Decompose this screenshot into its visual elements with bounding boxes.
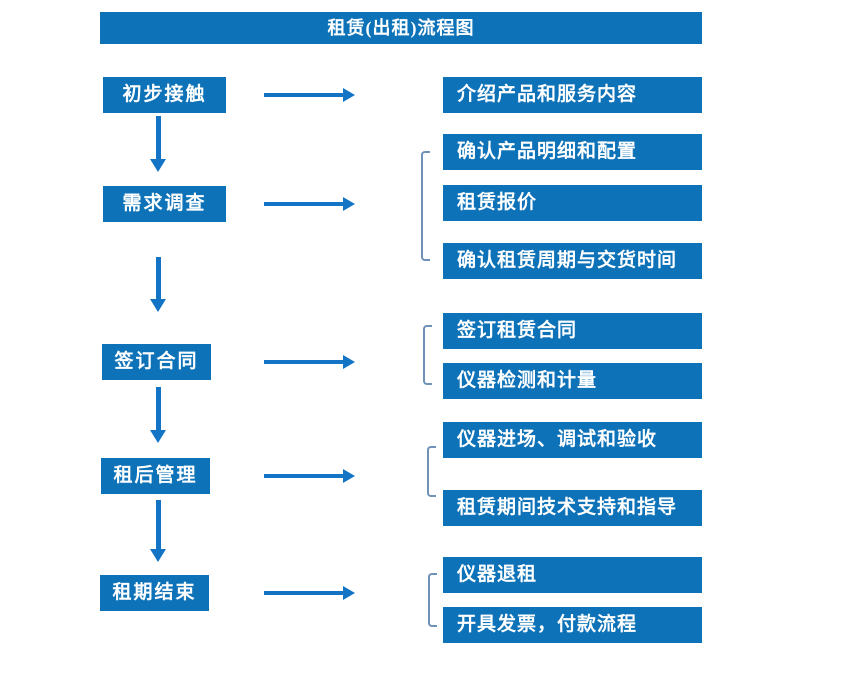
arrow-shaft bbox=[155, 116, 161, 159]
arrow-head bbox=[150, 549, 166, 562]
detail-box-instrument-setup-acceptance: 仪器进场、调试和验收 bbox=[443, 422, 702, 458]
detail-box-invoice-payment: 开具发票，付款流程 bbox=[443, 607, 702, 643]
arrow-head bbox=[343, 355, 355, 369]
bracket-connector bbox=[421, 151, 430, 261]
detail-box-rental-quote: 租赁报价 bbox=[443, 185, 702, 221]
arrow-head bbox=[343, 586, 355, 600]
step-box-rental-end: 租期结束 bbox=[100, 575, 209, 611]
bracket-connector bbox=[427, 446, 436, 497]
detail-box-confirm-period-delivery: 确认租赁周期与交货时间 bbox=[443, 243, 702, 279]
arrow-shaft bbox=[155, 500, 161, 549]
arrow-shaft bbox=[155, 257, 161, 299]
arrow-right-icon bbox=[264, 197, 355, 211]
arrow-right-icon bbox=[264, 586, 355, 600]
arrow-head bbox=[150, 299, 166, 312]
arrow-shaft bbox=[264, 360, 343, 364]
page-title: 租赁(出租)流程图 bbox=[100, 12, 702, 44]
arrow-head bbox=[343, 88, 355, 102]
arrow-head bbox=[343, 197, 355, 211]
detail-box-introduce-products: 介绍产品和服务内容 bbox=[443, 77, 702, 113]
arrow-shaft bbox=[264, 93, 343, 97]
arrow-shaft bbox=[264, 591, 343, 595]
detail-box-confirm-configuration: 确认产品明细和配置 bbox=[443, 134, 702, 170]
arrow-head bbox=[343, 469, 355, 483]
detail-box-technical-support: 租赁期间技术支持和指导 bbox=[443, 490, 702, 526]
arrow-shaft bbox=[155, 387, 161, 430]
arrow-shaft bbox=[264, 474, 343, 478]
detail-box-instrument-testing: 仪器检测和计量 bbox=[443, 363, 702, 399]
arrow-head bbox=[150, 159, 166, 172]
bracket-connector bbox=[423, 325, 432, 385]
bracket-connector bbox=[428, 573, 437, 627]
step-box-post-rental-management: 租后管理 bbox=[101, 458, 210, 494]
step-box-needs-survey: 需求调查 bbox=[103, 186, 226, 222]
arrow-right-icon bbox=[264, 88, 355, 102]
detail-box-instrument-return: 仪器退租 bbox=[443, 557, 702, 593]
arrow-shaft bbox=[264, 202, 343, 206]
arrow-right-icon bbox=[264, 355, 355, 369]
detail-box-sign-rental-contract: 签订租赁合同 bbox=[443, 313, 702, 349]
arrow-right-icon bbox=[264, 469, 355, 483]
arrow-head bbox=[150, 430, 166, 443]
step-box-initial-contact: 初步接触 bbox=[103, 77, 226, 113]
step-box-sign-contract: 签订合同 bbox=[102, 344, 211, 380]
